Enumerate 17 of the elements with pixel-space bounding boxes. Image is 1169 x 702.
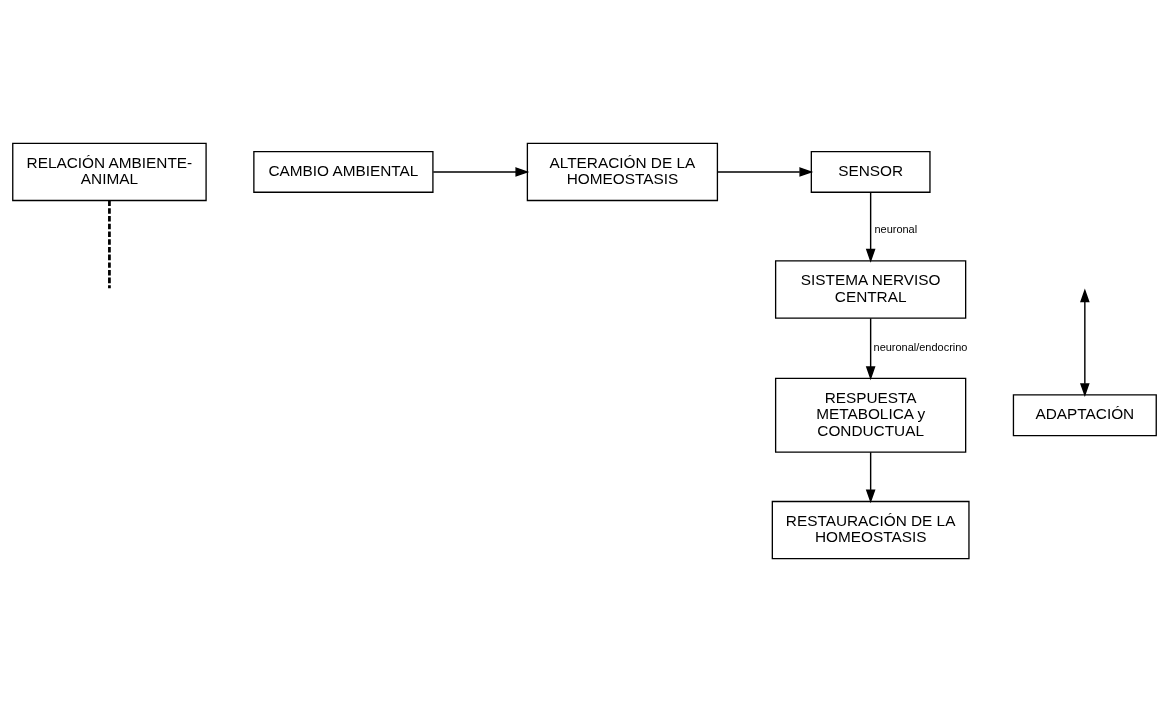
arrow — [716, 167, 814, 177]
edge-label: neuronal/endocrino — [873, 341, 968, 353]
connector — [108, 200, 111, 289]
node-box: ADAPTACIÓN — [1012, 394, 1157, 437]
node-box: CAMBIO AMBIENTAL — [253, 150, 434, 193]
arrow — [1080, 288, 1090, 398]
node-box: SISTEMA NERVISO CENTRAL — [774, 260, 967, 319]
arrow — [865, 451, 876, 504]
arrow — [865, 191, 876, 263]
arrow — [432, 167, 530, 177]
node-box: RELACIÓN AMBIENTE-ANIMAL — [12, 142, 207, 202]
edge-label: neuronal — [874, 223, 918, 236]
node-box: RESPUESTA METABOLICA y CONDUCTUAL — [774, 377, 967, 453]
node-box: ALTERACIÓN DE LA HOMEOSTASIS — [526, 142, 719, 202]
arrow — [865, 317, 876, 381]
node-box: SENSOR — [810, 150, 931, 193]
node-box: RESTAURACIÓN DE LA HOMEOSTASIS — [771, 500, 970, 560]
